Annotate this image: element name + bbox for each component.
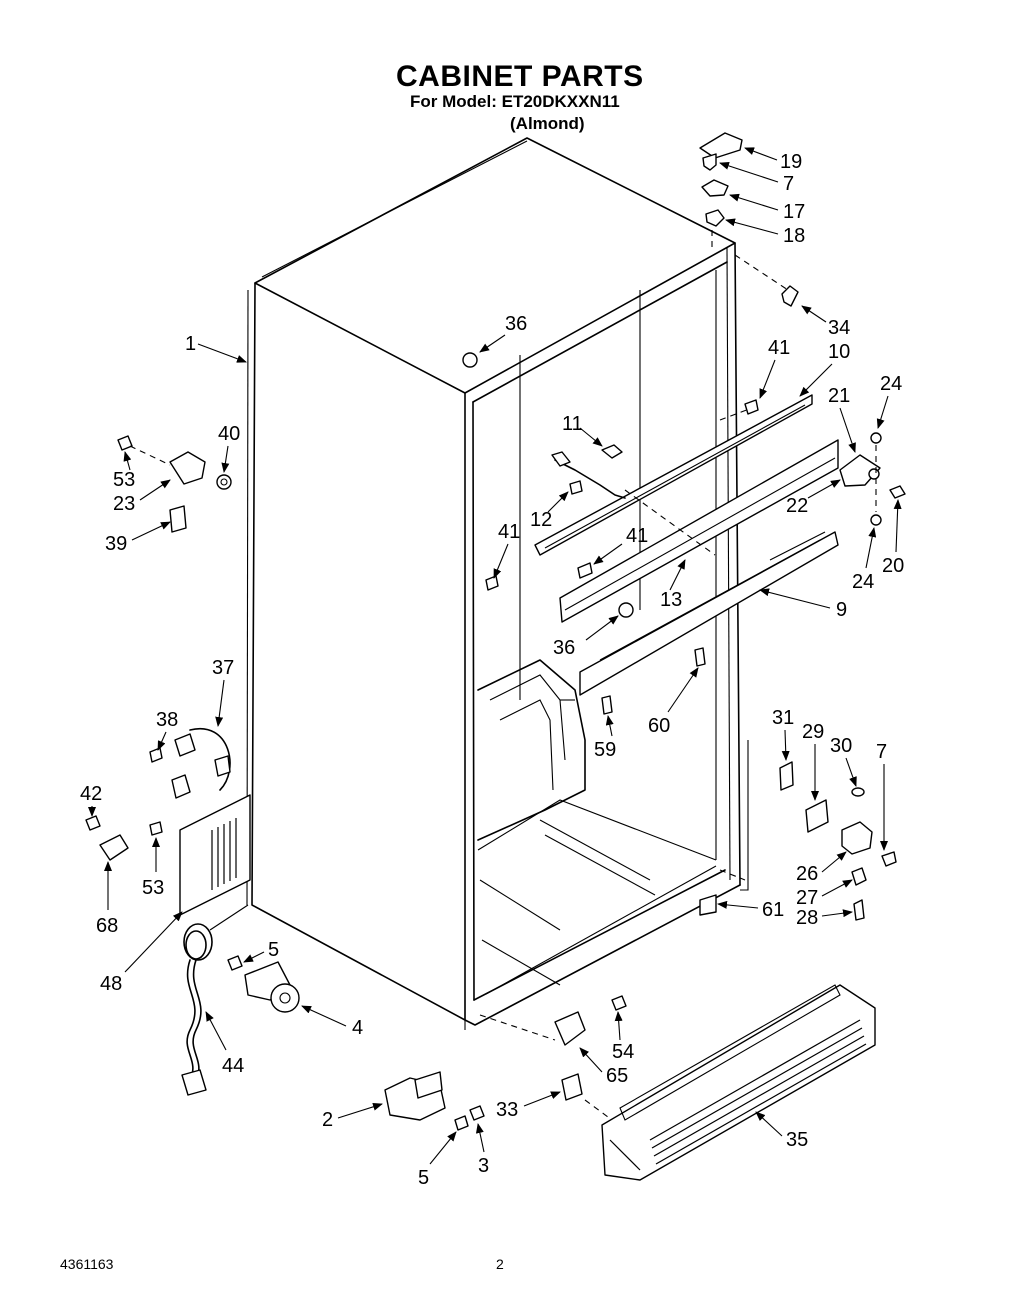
mid-hinge-bracket [839,432,906,526]
callout-10: 10 [828,341,850,363]
model-line: For Model: ET20DKXXN11 [410,92,620,111]
left-side-parts [117,435,232,533]
callout-5-upper: 5 [268,939,279,961]
color-line: (Almond) [510,114,585,133]
callout-38: 38 [156,709,178,731]
callout-3: 3 [478,1155,489,1177]
fasteners [462,352,759,715]
callouts: 19 7 17 18 34 36 1 41 10 24 21 40 11 53 [80,147,904,1189]
callout-61: 61 [762,899,784,921]
callout-29: 29 [802,721,824,743]
document-number: 4361163 [60,1256,114,1272]
lower-hinge-assembly [699,740,897,921]
toe-grille [601,984,876,1181]
callout-53-top: 53 [113,469,135,491]
top-hinge-assembly [699,132,799,307]
callout-26: 26 [796,863,818,885]
callout-54: 54 [612,1041,634,1063]
electrical-box [85,727,251,916]
callout-24-top: 24 [880,373,902,395]
callout-41-right: 41 [768,337,790,359]
base-brackets [479,995,627,1121]
callout-33: 33 [496,1099,518,1121]
diagram-title: CABINET PARTS [396,60,644,93]
callout-12: 12 [530,509,552,531]
callout-36-mid: 36 [553,637,575,659]
roller-parts [227,955,485,1131]
callout-68: 68 [96,915,118,937]
callout-42: 42 [80,783,102,805]
callout-41-center: 41 [626,525,648,547]
callout-18: 18 [783,225,805,247]
callout-53-lower: 53 [142,877,164,899]
callout-7-lower: 7 [876,741,887,763]
callout-28: 28 [796,907,818,929]
callout-40: 40 [218,423,240,445]
callout-27: 27 [796,887,818,909]
callout-5-lower: 5 [418,1167,429,1189]
callout-48: 48 [100,973,122,995]
callout-41-left: 41 [498,521,520,543]
callout-30: 30 [830,735,852,757]
callout-11: 11 [562,413,583,435]
callout-44: 44 [222,1055,244,1077]
callout-4: 4 [352,1017,363,1039]
callout-24-bottom: 24 [852,571,874,593]
shelf-rails [534,394,839,696]
callout-23: 23 [113,493,135,515]
callout-37: 37 [212,657,234,679]
callout-20: 20 [882,555,904,577]
callout-35: 35 [786,1129,808,1151]
callout-2: 2 [322,1109,333,1131]
callout-19: 19 [780,151,802,173]
callout-7-top: 7 [783,173,794,195]
callout-59: 59 [594,739,616,761]
callout-13: 13 [660,589,682,611]
callout-22: 22 [786,495,808,517]
callout-1: 1 [185,333,196,355]
callout-39: 39 [105,533,127,555]
callout-60: 60 [648,715,670,737]
callout-36-top: 36 [505,313,527,335]
power-cord [181,904,249,1096]
callout-17: 17 [783,201,805,223]
callout-34: 34 [828,317,850,339]
callout-31: 31 [772,707,794,729]
page-number: 2 [496,1256,504,1272]
callout-65: 65 [606,1065,628,1087]
callout-21: 21 [828,385,850,407]
callout-9: 9 [836,599,847,621]
